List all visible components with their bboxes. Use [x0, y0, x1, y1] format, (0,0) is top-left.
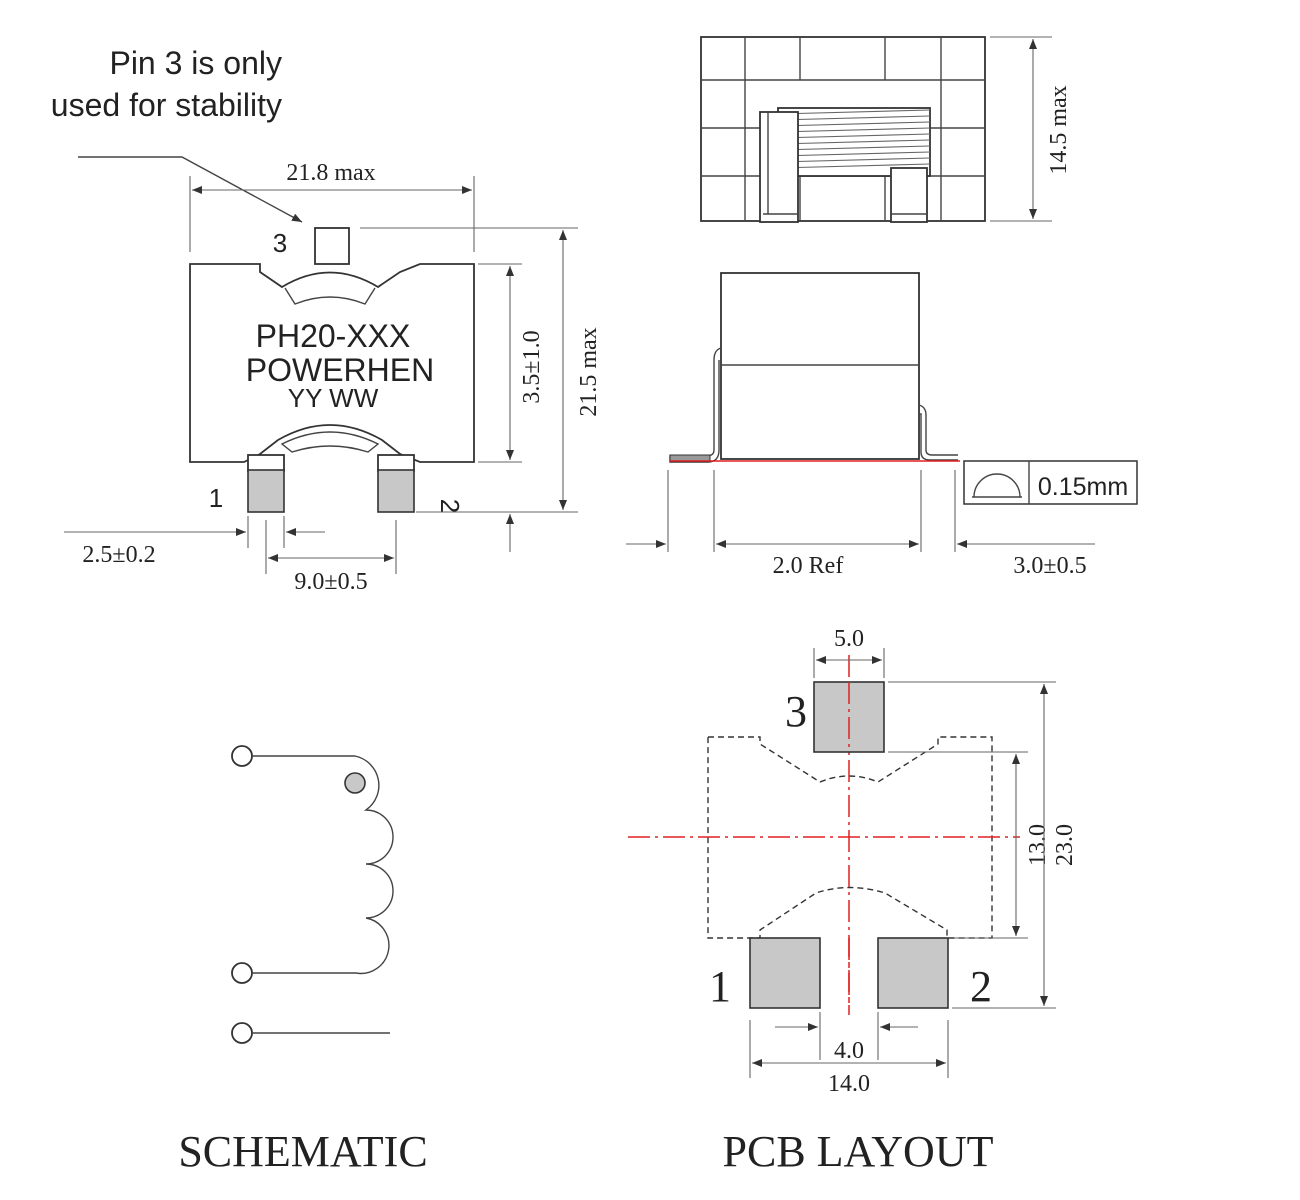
pad3-label: 3: [785, 687, 807, 736]
dim-front-height-label: 14.5 max: [1046, 85, 1072, 174]
bottom-notch: [280, 431, 380, 453]
pin1-label: 1: [209, 483, 223, 513]
dim-pad-gap-label: 4.0: [834, 1038, 864, 1064]
dim-height-label: 21.5 max: [576, 327, 602, 416]
terminal-3: [231, 1022, 253, 1044]
front-view: 14.5 max: [700, 36, 1072, 223]
pin1-terminal: [247, 469, 285, 513]
part-number: PH20-XXX: [256, 318, 411, 354]
pcb-layout: 3 1 2 5.0 13.0 23.0 4.0 14.0 PCB LAYOUT: [628, 626, 1078, 1176]
note-line1: Pin 3 is only: [109, 45, 282, 81]
top-view: PH20-XXX POWERHEN YY WW 3 1 2 21.8 max 2…: [64, 160, 602, 595]
polarity-dot: [344, 772, 366, 794]
pad2-label: 2: [970, 962, 992, 1011]
pad-2: [877, 937, 949, 1009]
note-leader: [78, 156, 303, 223]
front-lead-left: [759, 111, 799, 223]
side-view: 0.15mm 2.0 Ref 3.0±0.5: [626, 272, 1138, 579]
brand-name: POWERHEN: [246, 352, 434, 388]
side-lead-left: [669, 347, 722, 463]
pin2-label: 2: [435, 499, 465, 513]
pin1-top: [247, 454, 285, 472]
dim-width-label: 21.8 max: [286, 160, 375, 186]
inductor-coil: [252, 755, 394, 975]
dim-pad-span-label: 14.0: [828, 1071, 870, 1097]
dim-lead-label: 2.5±0.2: [82, 542, 155, 568]
side-lead-right: [918, 404, 958, 456]
schematic: SCHEMATIC: [178, 745, 428, 1176]
dim-side-lead-label: 3.0±0.5: [1013, 553, 1086, 579]
dim-pitch-label: 9.0±0.5: [294, 569, 367, 595]
note-line2: used for stability: [51, 87, 282, 123]
terminal-1: [231, 745, 253, 767]
coil-turns: [777, 109, 931, 169]
top-notch: [284, 287, 376, 305]
terminal-2: [231, 962, 253, 984]
dim-pad-width-label: 5.0: [834, 626, 864, 652]
pin2-terminal: [377, 469, 415, 513]
date-code: YY WW: [288, 383, 379, 413]
dim-inner-label: 3.5±1.0: [519, 330, 545, 403]
pcb-title: PCB LAYOUT: [723, 1127, 994, 1176]
top-view-body: [189, 263, 475, 463]
dim-inner-height-label: 13.0: [1025, 824, 1051, 866]
side-view-body: [720, 272, 920, 460]
front-lead-right: [890, 167, 928, 223]
dim-ref-label: 2.0 Ref: [773, 553, 844, 579]
pad-1: [749, 937, 821, 1009]
flatness-icon: [972, 473, 1022, 498]
dim-outer-height-label: 23.0: [1052, 824, 1078, 866]
schematic-title: SCHEMATIC: [178, 1127, 427, 1176]
pin2-top: [377, 454, 415, 472]
pad1-label: 1: [709, 962, 731, 1011]
pin3-terminal: [314, 227, 350, 265]
pin3-label: 3: [273, 228, 287, 258]
coplanarity-label: 0.15mm: [1038, 473, 1128, 501]
